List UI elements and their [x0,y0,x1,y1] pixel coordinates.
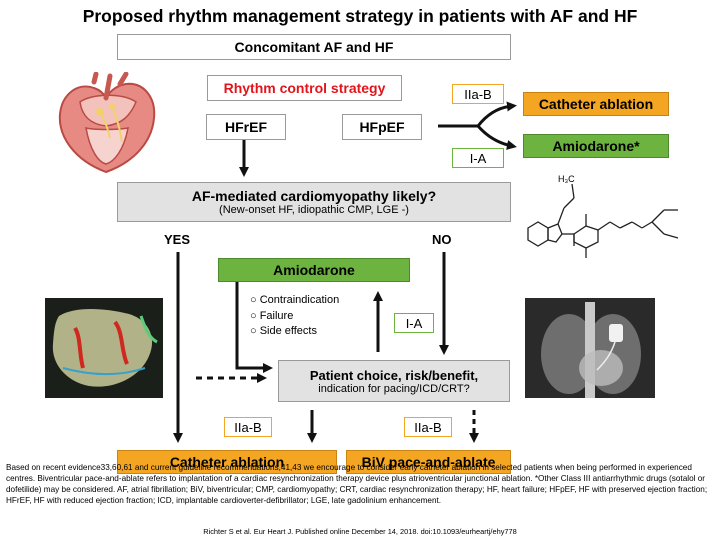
list-item: ○ Failure [250,309,294,322]
amiodarone-top-box: Amiodarone* [523,134,669,158]
list-item: ○ Contraindication [250,294,340,306]
level-iib-bottom-left: IIa-B [224,417,272,437]
biv-pace-ablate-box: BiV pace-and-ablate [346,450,511,474]
chest-xray-icon [525,298,655,398]
no-label: NO [432,232,452,247]
catheter-ablation-bottom-box: Catheter ablation [117,450,337,474]
concomitant-af-hf-box: Concomitant AF and HF [117,34,511,60]
arrow-to-ablation-top [476,101,517,127]
level-iib-bottom-right: IIa-B [404,417,452,437]
citation-text: Richter S et al. Eur Heart J. Published … [203,527,517,536]
page-title: Proposed rhythm management strategy in p… [82,6,638,26]
molecule-methyl-label: H₃C [558,174,575,184]
yes-label: YES [164,232,191,247]
af-cardiomyopathy-box: AF-mediated cardiomyopathy likely? (New-… [117,182,511,222]
footnote-text: Based on recent evidence33,60,61 and cur… [6,463,708,505]
hfpef-box: HFpEF [342,114,422,140]
patient-choice-sub: indication for pacing/ICD/CRT? [318,382,470,395]
hfref-box: HFrEF [206,114,286,140]
amiodarone-molecule-icon: H₃C [516,168,710,258]
level-ia-mid: I-A [394,313,434,333]
patient-choice-title: Patient choice, risk/benefit, [309,367,479,383]
list-item: ○ Side effects [250,325,317,337]
arrow-to-amiodarone-top [476,125,517,150]
arrow-amiodarone-failure [235,282,273,373]
af-cardiomyopathy-sub: (New-onset HF, idiopathic CMP, LGE -) [219,204,409,216]
amiodarone-mid-box: Amiodarone [218,258,410,282]
catheter-ablation-top-box: Catheter ablation [523,92,669,116]
electroanatomic-map-icon [45,298,163,398]
rhythm-control-box: Rhythm control strategy [207,75,402,101]
heart-anatomy-icon [50,71,162,184]
amiodarone-reasons-list: ○ Contraindication ○ Failure ○ Side effe… [250,293,339,340]
af-cardiomyopathy-title: AF-mediated cardiomyopathy likely? [191,188,437,204]
level-ia-top: I-A [452,148,504,168]
patient-choice-box: Patient choice, risk/benefit, indication… [278,360,510,402]
level-iib-top: IIa-B [452,84,504,104]
